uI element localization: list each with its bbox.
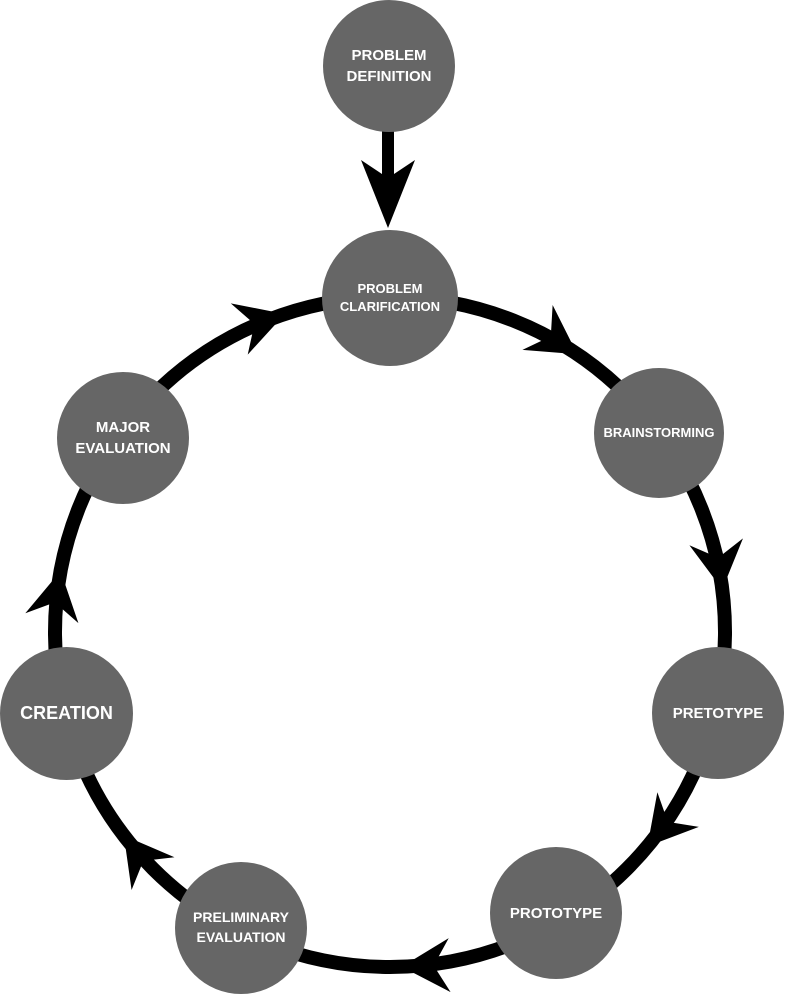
node-label: BRAINSTORMING xyxy=(603,424,715,440)
node-problem-definition: PROBLEM DEFINITION xyxy=(323,0,455,132)
arrowhead-definition-to-clarification xyxy=(361,160,415,228)
node-label: PROTOTYPE xyxy=(509,904,603,922)
node-label: PROBLEM xyxy=(357,280,423,296)
node-label: MAJOR xyxy=(95,419,151,436)
arrowhead-major-evaluation-to-problem-clarification xyxy=(230,303,285,355)
node-label: EVALUATION xyxy=(196,929,286,945)
arrowhead-preliminary-evaluation-to-creation xyxy=(123,835,175,891)
node-creation: CREATION xyxy=(0,647,133,780)
arrowhead-pretotype-to-prototype xyxy=(647,792,699,847)
arrowhead-brainstorming-to-pretotype xyxy=(689,538,743,590)
node-label: PROBLEM xyxy=(351,47,427,64)
node-label: EVALUATION xyxy=(75,440,171,457)
arrowhead-prototype-to-preliminary-evaluation xyxy=(401,938,451,993)
node-pretotype: PRETOTYPE xyxy=(652,647,784,779)
node-brainstorming: BRAINSTORMING xyxy=(594,368,724,498)
node-label: CLARIFICATION xyxy=(339,299,441,314)
node-major-evaluation: MAJOR EVALUATION xyxy=(57,372,189,504)
node-label: PRETOTYPE xyxy=(672,704,764,722)
node-prototype: PROTOTYPE xyxy=(490,847,622,979)
node-label: CREATION xyxy=(20,702,113,723)
node-label: PRELIMINARY xyxy=(193,909,289,926)
arrowhead-problem-clarification-to-brainstorming xyxy=(522,305,578,355)
arrowhead-creation-to-major-evaluation xyxy=(25,570,79,624)
node-label: DEFINITION xyxy=(346,68,432,85)
node-preliminary-evaluation: PRELIMINARY EVALUATION xyxy=(175,862,307,994)
node-problem-clarification: PROBLEM CLARIFICATION xyxy=(322,230,458,366)
